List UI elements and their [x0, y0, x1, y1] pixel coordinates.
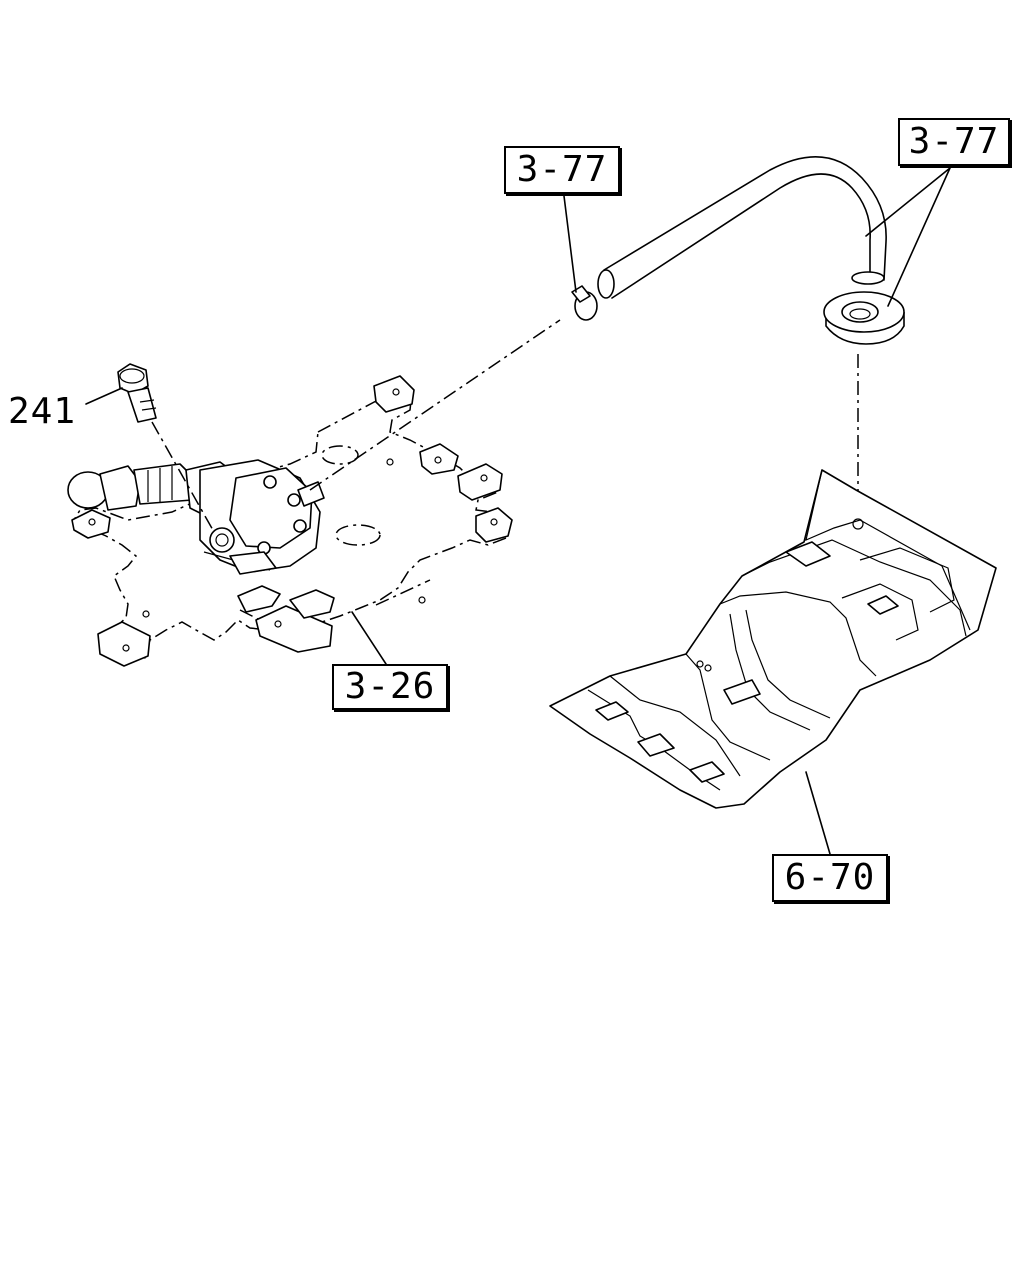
- grommet-callout-leaders: [865, 167, 951, 307]
- callout-3-77-hose: 3-77: [898, 118, 1010, 166]
- callout-6-70: 6-70: [772, 854, 888, 902]
- valve-assembly: [67, 459, 325, 575]
- bracket-tabs: [71, 375, 513, 667]
- grommet-graphic: [823, 291, 905, 345]
- floor-panel-graphic: [549, 469, 997, 809]
- clamp-to-valve-dashed: [309, 319, 561, 491]
- bolt-callout-leader: [85, 387, 123, 405]
- callout-3-77-clamp: 3-77: [504, 146, 620, 194]
- breather-hose: [597, 155, 887, 299]
- callout-3-26: 3-26: [332, 664, 448, 710]
- bolt-241-graphic: [117, 363, 157, 423]
- bolt-leader-dashed: [151, 421, 215, 533]
- bracket-callout-leader: [351, 611, 387, 665]
- floor-panel-callout-leader: [805, 771, 831, 855]
- clamp-callout-leader: [563, 195, 577, 293]
- callout-241: 241: [8, 391, 77, 432]
